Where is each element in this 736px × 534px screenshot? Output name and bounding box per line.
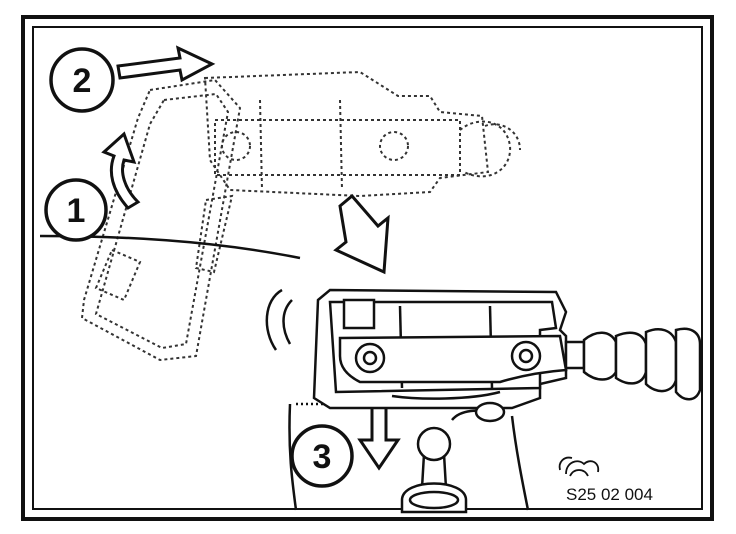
- arrow-step-3: [357, 404, 401, 471]
- diagram-frame-outer: [21, 15, 714, 521]
- reference-code: S25 02 004: [566, 485, 653, 504]
- slider-assembly: [39, 234, 702, 514]
- callout-3: 3: [290, 424, 354, 488]
- svg-text:3: 3: [313, 438, 332, 476]
- arrow-slide-down: [333, 193, 390, 275]
- diagram-frame-inner: [32, 26, 703, 510]
- arrow-step-2: [116, 45, 216, 83]
- callout-1: 1: [44, 178, 108, 242]
- svg-text:2: 2: [73, 62, 92, 100]
- arrow-step-1: [101, 131, 141, 210]
- callout-2: 2: [49, 47, 115, 113]
- tool-icon: [558, 456, 600, 477]
- svg-text:1: 1: [67, 192, 86, 230]
